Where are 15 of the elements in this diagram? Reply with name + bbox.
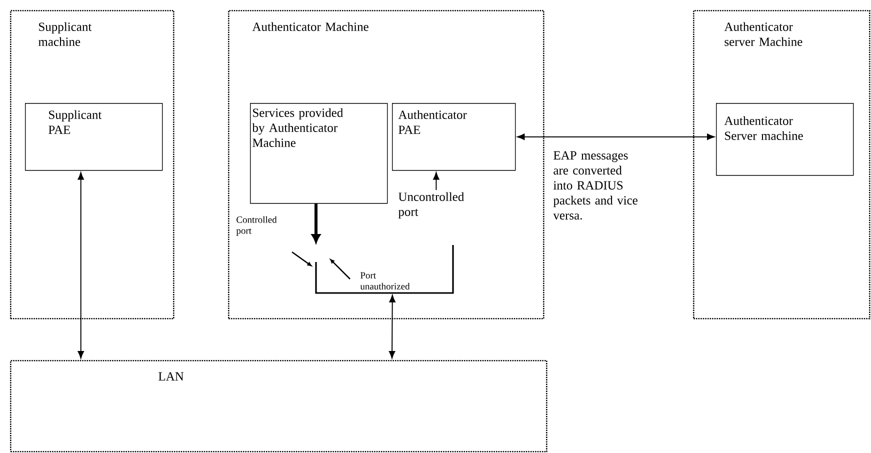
port-label: Port unauthorized [360, 272, 410, 290]
arrow [78, 172, 84, 358]
arrow [312, 204, 320, 243]
process-box: Authenticator Server machine [716, 103, 854, 176]
port-label: Controlled port [236, 216, 277, 236]
machine-container: LAN [10, 360, 548, 452]
process-box: Services provided by Authenticator Machine [250, 103, 388, 204]
arrow [517, 134, 714, 140]
edge-label: EAP messages are converted into RADIUS packets and vice versa. [553, 151, 638, 220]
switch-drawing [292, 245, 454, 294]
process-box: Supplicant PAE [25, 103, 163, 171]
arrow [388, 294, 396, 358]
port-label: Uncontrolled port [398, 192, 464, 219]
process-box: Authenticator PAE [392, 103, 516, 171]
arrow [433, 172, 440, 190]
